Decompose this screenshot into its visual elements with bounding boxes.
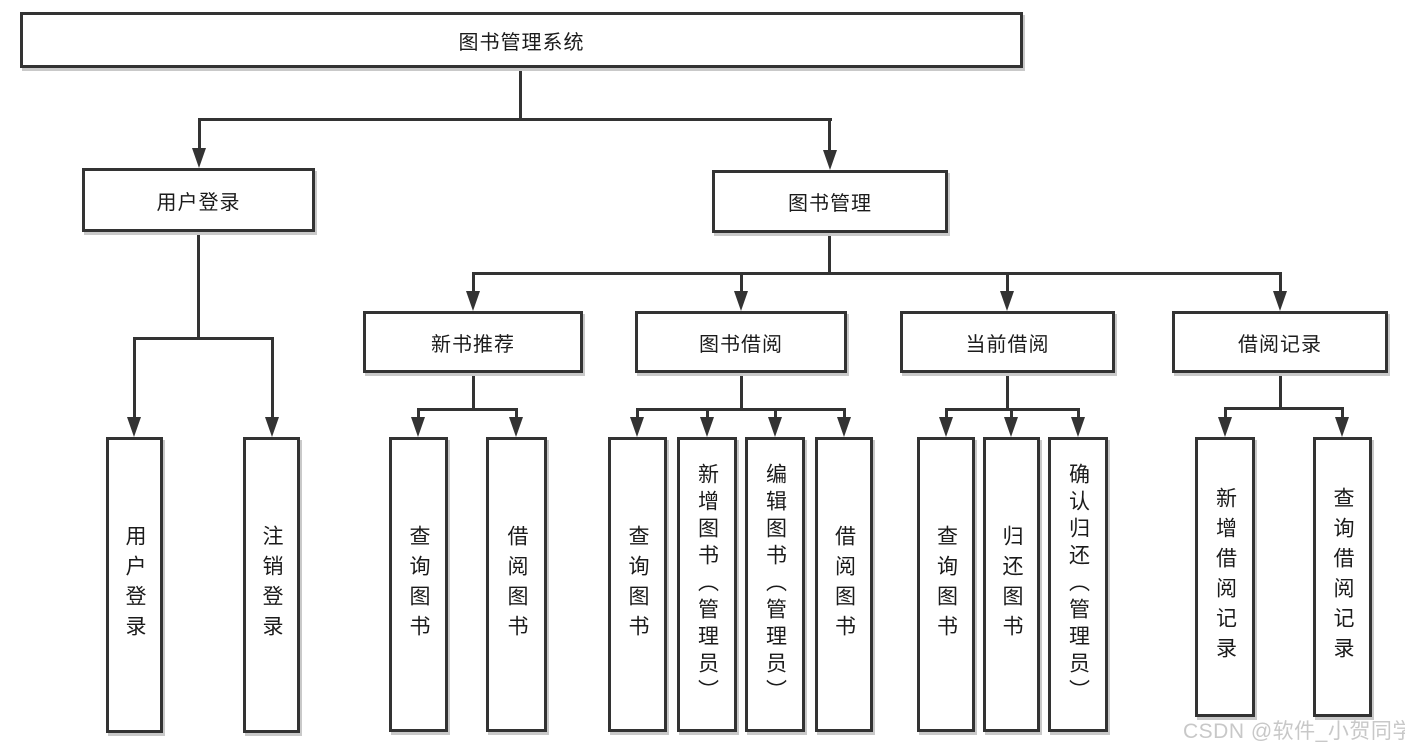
connector-line: [636, 408, 845, 411]
arrow-down-icon: [192, 148, 206, 168]
leaf-confirm-return-admin: 确认归还（管理员）: [1048, 437, 1108, 732]
arrow-down-icon: [734, 291, 748, 311]
connector-line: [271, 337, 274, 419]
node-current-borrowing: 当前借阅: [900, 311, 1115, 373]
arrow-down-icon: [1000, 291, 1014, 311]
leaf-user-login: 用户登录: [106, 437, 163, 733]
leaf-add-book-admin: 新增图书（管理员）: [677, 437, 737, 732]
connector-line: [133, 337, 274, 340]
arrow-down-icon: [411, 417, 425, 437]
arrow-down-icon: [768, 417, 782, 437]
connector-line: [515, 408, 518, 420]
connector-line: [197, 232, 200, 340]
node-label: 当前借阅: [965, 333, 1050, 356]
node-new-book-recommendation: 新书推荐: [363, 311, 583, 373]
connector-line: [1006, 272, 1009, 294]
node-book-management: 图书管理: [712, 170, 948, 233]
connector-line: [198, 118, 832, 121]
connector-line: [133, 337, 136, 419]
node-label: 图书借阅: [699, 333, 783, 356]
connector-line: [519, 68, 522, 120]
connector-line: [774, 408, 777, 420]
connector-line: [472, 373, 475, 411]
leaf-logout: 注销登录: [243, 437, 300, 733]
connector-line: [843, 408, 846, 420]
arrow-down-icon: [630, 417, 644, 437]
connector-line: [828, 118, 831, 154]
leaf-borrow-books-recommend: 借阅图书: [486, 437, 547, 732]
node-label: 图书管理: [788, 193, 872, 215]
leaf-return-books: 归还图书: [983, 437, 1040, 732]
arrow-down-icon: [1273, 291, 1287, 311]
leaf-label: 编辑图书（管理员）: [763, 463, 787, 706]
connector-line: [472, 272, 1282, 275]
connector-line: [828, 233, 831, 274]
leaf-query-borrow-record: 查询借阅记录: [1313, 437, 1372, 717]
arrow-down-icon: [1335, 417, 1349, 437]
leaf-label: 借阅图书: [832, 524, 856, 645]
arrow-down-icon: [127, 417, 141, 437]
connector-line: [1077, 408, 1080, 420]
leaf-label: 查询图书: [626, 524, 649, 645]
leaf-label: 注销登录: [260, 525, 283, 645]
connector-line: [740, 373, 743, 411]
connector-line: [945, 408, 948, 420]
arrow-down-icon: [509, 417, 523, 437]
leaf-label: 用户登录: [123, 525, 146, 645]
leaf-query-books-recommend: 查询图书: [389, 437, 448, 732]
connector-line: [1341, 407, 1344, 420]
arrow-down-icon: [1218, 417, 1232, 437]
arrow-down-icon: [823, 150, 837, 170]
leaf-add-borrow-record: 新增借阅记录: [1195, 437, 1255, 717]
node-label: 图书管理系统: [458, 31, 585, 54]
node-user-login: 用户登录: [82, 168, 315, 232]
arrow-down-icon: [1004, 417, 1018, 437]
node-label: 借阅记录: [1238, 333, 1322, 356]
leaf-label: 查询图书: [934, 524, 958, 645]
leaf-label: 新增借阅记录: [1213, 487, 1237, 667]
leaf-label: 查询图书: [407, 524, 430, 645]
leaf-label: 查询借阅记录: [1331, 487, 1354, 667]
leaf-edit-book-admin: 编辑图书（管理员）: [745, 437, 805, 732]
connector-line: [1224, 407, 1343, 410]
node-borrowing-records: 借阅记录: [1172, 311, 1388, 373]
node-label: 新书推荐: [431, 333, 515, 356]
connector-line: [1010, 408, 1013, 420]
arrow-down-icon: [939, 417, 953, 437]
connector-line: [1224, 407, 1227, 420]
watermark: CSDN @软件_小贺同学: [1183, 720, 1405, 743]
connector-line: [1279, 272, 1282, 294]
connector-line: [417, 408, 420, 420]
leaf-query-books-current: 查询图书: [917, 437, 975, 732]
connector-line: [740, 272, 743, 294]
connector-line: [198, 118, 201, 152]
node-label: 用户登录: [156, 191, 241, 214]
leaf-borrow-books-borrowing: 借阅图书: [815, 437, 873, 732]
arrow-down-icon: [837, 417, 851, 437]
connector-line: [706, 408, 709, 420]
arrow-down-icon: [265, 417, 279, 437]
node-library-management-system: 图书管理系统: [20, 12, 1023, 68]
leaf-label: 借阅图书: [505, 524, 528, 645]
arrow-down-icon: [700, 417, 714, 437]
arrow-down-icon: [466, 291, 480, 311]
connector-line: [636, 408, 639, 420]
connector-line: [472, 272, 475, 294]
leaf-query-books-borrowing: 查询图书: [608, 437, 667, 732]
connector-line: [1279, 373, 1282, 410]
node-book-borrowing: 图书借阅: [635, 311, 847, 373]
connector-line: [1006, 373, 1009, 411]
leaf-label: 归还图书: [1000, 524, 1023, 645]
arrow-down-icon: [1071, 417, 1085, 437]
leaf-label: 确认归还（管理员）: [1066, 463, 1090, 706]
leaf-label: 新增图书（管理员）: [695, 463, 719, 706]
connector-line: [417, 408, 518, 411]
